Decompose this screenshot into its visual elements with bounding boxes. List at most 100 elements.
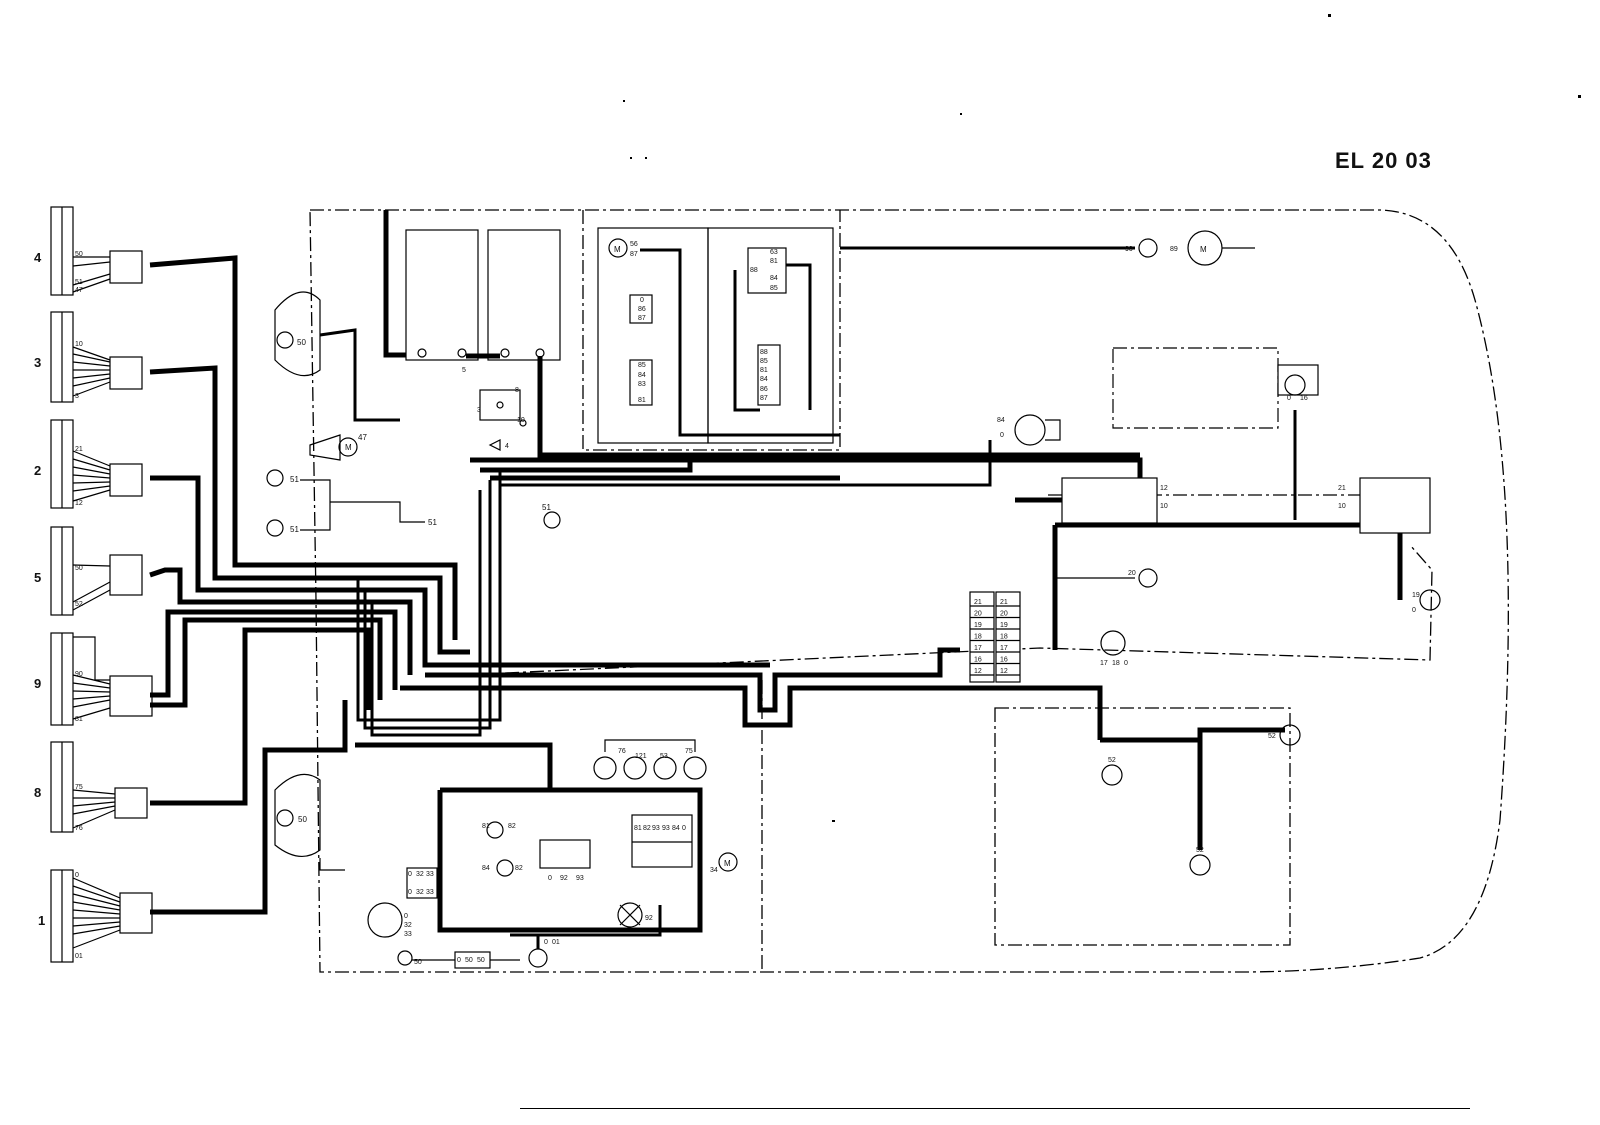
tank-terminal-boxes: 12 10 21 10	[1061, 477, 1431, 534]
connector-5-id: 5	[34, 570, 41, 585]
display-pin-92: 92	[560, 875, 568, 882]
relay-c-pin-88: 88	[760, 349, 768, 356]
diode-label: 4	[505, 443, 509, 450]
connector-2-wire-1: 21	[75, 446, 83, 453]
connector-5-wire-1: 50	[75, 565, 83, 572]
switch-block: 0 32 33 0 32 33	[406, 867, 438, 899]
wiper-pin-01: 01	[552, 939, 560, 946]
connector-9-id: 9	[34, 676, 41, 691]
terminal-block-right-row: 19	[1000, 622, 1008, 629]
motor-34-label: 34	[710, 867, 718, 874]
relay-b-pin-81: 81	[770, 258, 778, 265]
switch-block-pin-32a: 32	[416, 871, 424, 878]
relay-a-pin-83: 83	[638, 381, 646, 388]
motor-89-letter: M	[1200, 245, 1207, 254]
fuse-50-pin-50b: 50	[477, 957, 485, 964]
motor-89-assembly: 90 89 M	[840, 230, 1255, 266]
connector-3: 3 10 3	[34, 311, 143, 403]
light-52-b-label: 52	[1196, 847, 1204, 854]
clock-81-label: 81	[482, 823, 490, 830]
bulb-50-fuse: 50 0 50 50	[397, 950, 520, 969]
tank-terminal-b-10: 10	[1338, 503, 1346, 510]
gauge-pin-18: 18	[1112, 660, 1120, 667]
relay-c-pin-84: 84	[760, 376, 768, 383]
relay-panel-pin-93a: 93	[652, 825, 660, 832]
relay-panel-pin-84: 84	[672, 825, 680, 832]
dashboard-instruments: 81 82 84 82 0 92 93	[482, 821, 591, 882]
connector-9: 9 90 81	[34, 632, 153, 726]
terminal-block-right-row: 20	[1000, 611, 1008, 618]
speaker-pin-33: 33	[404, 931, 412, 938]
relay-c-pin-86: 86	[760, 386, 768, 393]
terminal-block-right-row: 12	[1000, 668, 1008, 675]
connector-9-wire-1: 90	[75, 671, 83, 678]
fuse-cluster: 8 3 10 5 4	[462, 367, 527, 451]
tank-sender-pin-0: 0	[1287, 395, 1291, 402]
relay-panel-pin-81: 81	[634, 825, 642, 832]
rear-lights-52: 52 52 52	[1101, 724, 1301, 876]
connector-3-wire-7: 3	[75, 393, 79, 400]
pump-19-label: 19	[1412, 592, 1420, 599]
switch-block-pin-33a: 33	[426, 871, 434, 878]
fuse-pin-10: 10	[517, 417, 525, 424]
connector-9-wire-7: 81	[75, 716, 83, 723]
light-52-c-label: 52	[1268, 733, 1276, 740]
relay-box-b: 63 81 88 84 85 88 85 81 84 86 87	[707, 227, 834, 444]
side-lamp-b-label: 51	[290, 525, 299, 534]
terminal-block-right-row: 21	[1000, 599, 1008, 606]
relay-a-pin-81: 81	[638, 397, 646, 404]
terminal-block-right-row: 18	[1000, 634, 1008, 641]
headlamp-bottom-label: 50	[298, 815, 307, 824]
socket-51-label: 51	[542, 503, 551, 512]
terminal-block-right-row: 17	[1000, 645, 1008, 652]
scan-marks	[520, 14, 1581, 1109]
headlamp-bottom: 50	[274, 773, 345, 871]
relay-panel-pin-82: 82	[643, 825, 651, 832]
gauge-pin-17: 17	[1100, 660, 1108, 667]
pump-19-ground: 0	[1412, 607, 1416, 614]
display-pin-93: 93	[576, 875, 584, 882]
speaker: 0 32 33	[367, 902, 412, 938]
horn: M 47	[309, 433, 367, 461]
connector-3-id: 3	[34, 355, 41, 370]
relay-c-pin-87: 87	[760, 395, 768, 402]
fuse-pin-8: 8	[515, 387, 519, 394]
relay-a-pin-87: 87	[638, 315, 646, 322]
fuse-50-pin-50a: 50	[465, 957, 473, 964]
vehicle-outline	[309, 209, 1509, 973]
switch-block-pin-0a: 0	[408, 871, 412, 878]
bulb-50-label: 50	[414, 959, 422, 966]
fan-92-label: 92	[645, 915, 653, 922]
rear-sensors: 20 19 0 17 18 0	[1055, 568, 1441, 667]
terminal-block-left-row: 17	[974, 645, 982, 652]
relay-panel: 81 82 93 93 84 0 M 34	[631, 814, 738, 874]
horn-motor-letter: M	[345, 443, 352, 452]
switch-block-pin-0b: 0	[408, 889, 412, 896]
relay-b-pin-84: 84	[770, 275, 778, 282]
gauge-pin-0: 0	[1124, 660, 1128, 667]
fan-84-ground: 0	[1000, 432, 1004, 439]
connector-8-wire-5: 76	[75, 825, 83, 832]
connector-8-id: 8	[34, 785, 41, 800]
motor-top-pin-87: 87	[630, 251, 638, 258]
relay-c-pin-85: 85	[760, 358, 768, 365]
relay-a-pin-0: 0	[640, 297, 644, 304]
plug-51-label: 51	[428, 518, 437, 527]
relay-a-pin-86: 86	[638, 306, 646, 313]
sensor-20-label: 20	[1128, 570, 1136, 577]
connector-5-wire-2: 52	[75, 601, 83, 608]
relay-a-pin-85: 85	[638, 362, 646, 369]
speaker-pin-0: 0	[404, 913, 408, 920]
gauge-121-label: 121	[635, 753, 647, 760]
terminal-block-left-row: 19	[974, 622, 982, 629]
relay-b-pin-85: 85	[770, 285, 778, 292]
horn-label: 47	[358, 433, 367, 442]
motor-top-letter: M	[614, 245, 621, 254]
tank-terminal-b-21: 21	[1338, 485, 1346, 492]
tank-terminal-a-12: 12	[1160, 485, 1168, 492]
terminal-block-left-row: 16	[974, 657, 982, 664]
terminal-block-left-row: 12	[974, 668, 982, 675]
instrument-84-label: 84	[482, 865, 490, 872]
gauge-53-label: 53	[660, 753, 668, 760]
wiper-pin-0: 0	[544, 939, 548, 946]
